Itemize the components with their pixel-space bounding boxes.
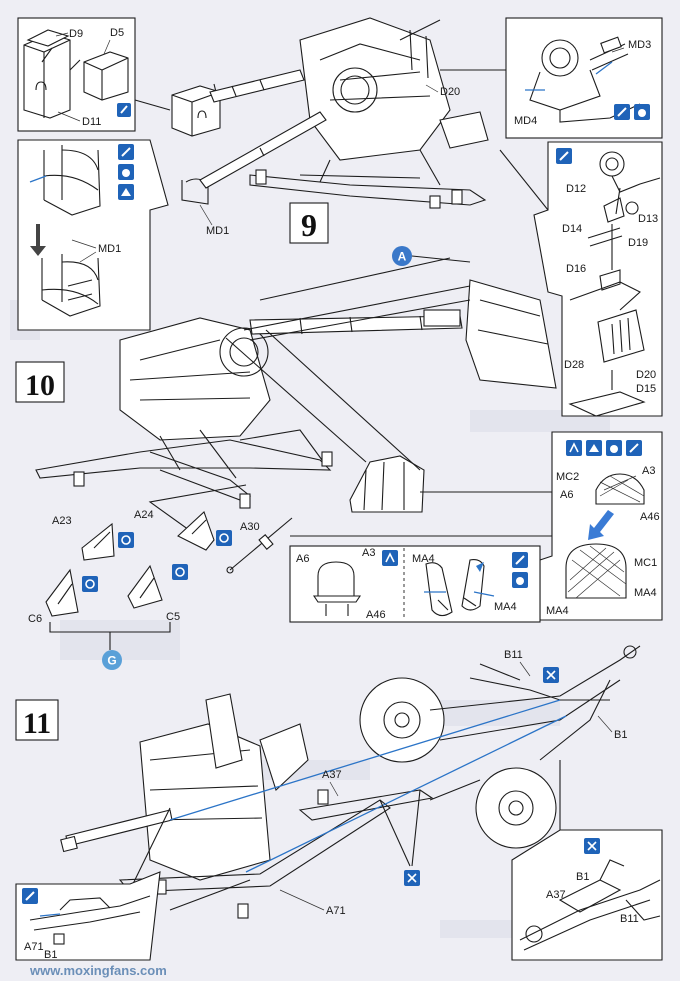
detail-box-a6: A6 A3 A46 MA4 MA4 — [289, 545, 541, 623]
label-d20-detail: D20 — [636, 369, 656, 381]
callout-g: G — [102, 650, 122, 670]
label-md1-step9: MD1 — [206, 225, 229, 237]
label-d28: D28 — [564, 359, 584, 371]
symmetric-icon — [382, 550, 398, 566]
paint-icon — [118, 164, 134, 180]
step-number-9: 9 — [289, 202, 329, 244]
rotate-icon — [82, 576, 98, 592]
paint-icon — [634, 104, 650, 120]
detail-box-md1: MD1 — [17, 139, 169, 331]
label-b1-detail: B1 — [576, 871, 589, 883]
label-d15: D15 — [636, 383, 656, 395]
paint-icon — [512, 572, 528, 588]
svg-text:10: 10 — [25, 369, 55, 402]
label-d16: D16 — [566, 263, 586, 275]
watermark: www.moxingfans.com — [29, 963, 167, 978]
label-a6: A6 — [296, 553, 309, 565]
label-a30: A30 — [240, 521, 260, 533]
label-a24: A24 — [134, 509, 154, 521]
remove-icon — [584, 838, 600, 854]
svg-text:9: 9 — [301, 207, 317, 243]
glue-icon — [117, 103, 131, 117]
remove-icon — [543, 667, 559, 683]
label-a3-mesh: A3 — [642, 465, 655, 477]
label-d12: D12 — [566, 183, 586, 195]
label-d11: D11 — [82, 116, 101, 128]
svg-text:G: G — [107, 654, 116, 668]
label-d20-step9: D20 — [440, 86, 460, 98]
label-c6: C6 — [28, 613, 42, 625]
label-d9: D9 — [69, 28, 83, 40]
guide-lines-step11 — [129, 699, 567, 911]
label-a71-step11: A71 — [326, 905, 346, 917]
label-b1-step11: B1 — [614, 729, 627, 741]
label-a37-step11: A37 — [322, 769, 342, 781]
rotate-icon — [216, 530, 232, 546]
svg-text:11: 11 — [23, 707, 51, 740]
gun-mount-step9: D20 — [199, 17, 489, 209]
svg-text:A: A — [398, 250, 407, 264]
detail-box-b1: B1 A37 B11 — [511, 829, 663, 961]
label-a23: A23 — [52, 515, 72, 527]
gun-with-limber-step11 — [60, 645, 641, 919]
glue-icon — [512, 552, 528, 568]
assembled-box-md1: MD1 — [171, 83, 229, 237]
paint-icon — [606, 440, 622, 456]
remove-icon — [404, 870, 420, 886]
rotate-icon — [118, 532, 134, 548]
symmetric-icon — [566, 440, 582, 456]
label-ma4-mesh-b: MA4 — [546, 605, 569, 617]
label-a37-detail: A37 — [546, 889, 566, 901]
label-b11-detail: B11 — [620, 913, 639, 925]
label-a46-mesh: A46 — [640, 511, 660, 523]
cement-icon — [118, 184, 134, 200]
detail-box-mc1: MC2 A3 A6 A46 MC1 MA4 MA4 — [539, 431, 663, 621]
label-c5: C5 — [166, 611, 180, 623]
detail-box-d9: D9 D5 D11 — [17, 17, 171, 132]
label-a3: A3 — [362, 547, 375, 559]
label-mc2: MC2 — [556, 471, 579, 483]
glue-icon — [118, 144, 134, 160]
step-number-10: 10 — [15, 361, 65, 403]
label-d19: D19 — [628, 237, 648, 249]
glue-icon — [556, 148, 572, 164]
cement-icon — [586, 440, 602, 456]
label-b11-step11: B11 — [504, 649, 523, 661]
label-ma4-mesh-a: MA4 — [634, 587, 657, 599]
label-md1-detail: MD1 — [98, 243, 121, 255]
label-d13: D13 — [638, 213, 658, 225]
callout-a: A — [392, 246, 471, 266]
label-d5: D5 — [110, 27, 124, 39]
gun-mount-step10 — [35, 279, 557, 513]
glue-icon — [614, 104, 630, 120]
label-ma4-a: MA4 — [412, 553, 435, 565]
glue-icon — [22, 888, 38, 904]
step-number-11: 11 — [15, 699, 59, 741]
label-d14: D14 — [562, 223, 582, 235]
parts-group-g: A23 A24 A30 C6 C5 — [28, 509, 293, 650]
label-a71-detail: A71 — [24, 941, 44, 953]
glue-icon — [626, 440, 642, 456]
label-a6-mesh: A6 — [560, 489, 573, 501]
label-md3: MD3 — [628, 39, 651, 51]
leader-lines-step10 — [148, 257, 553, 546]
detail-box-a71: A71 B1 — [15, 871, 161, 961]
label-md4: MD4 — [514, 115, 537, 127]
label-ma4-b: MA4 — [494, 601, 517, 613]
detail-box-d12: D12 D13 D14 D19 D16 D28 D20 D15 — [499, 141, 663, 417]
label-mc1: MC1 — [634, 557, 657, 569]
detail-box-md3: MD3 MD4 — [440, 17, 663, 139]
rotate-icon — [172, 564, 188, 580]
label-b1-lower: B1 — [44, 949, 57, 961]
label-a46: A46 — [366, 609, 386, 621]
